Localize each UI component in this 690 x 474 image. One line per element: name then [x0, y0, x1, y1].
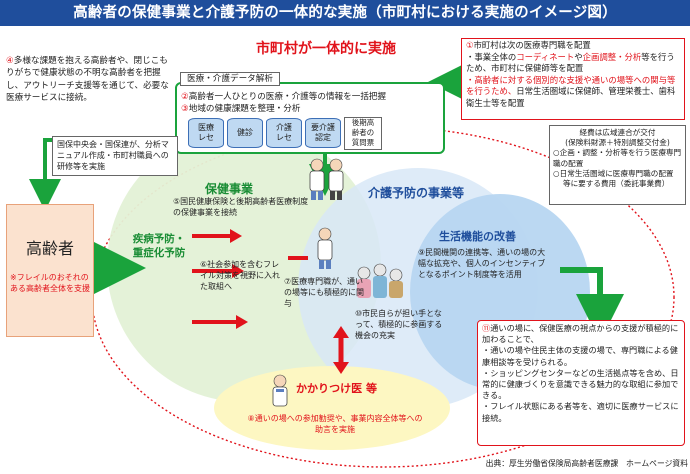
elderly-note-text: ※フレイルのおそれのある高齢者全体を支援 [10, 273, 90, 293]
arrow-right-to-box11 [560, 267, 624, 342]
bullet-a-post: 等を行うため、市町村に保健師等を配置 [466, 51, 675, 74]
staff-icon-top [328, 158, 344, 200]
municipality-boundary [91, 126, 675, 468]
box-11-line1: 通いの場に、保健医療の視点からの支援が積極的に加わることで、 [482, 323, 679, 345]
data-analysis-label: 医療・介護データ解析 [180, 72, 280, 87]
box-1-line1: 市町村は次の医療専門職を配置 [473, 40, 591, 50]
box-4-text: 多様な課題を抱える高齢者や、閉じこもりがちで健康状態の不明な高齢者を把握し、アウ… [6, 56, 169, 104]
data-item-3: ③地域の健康課題を整理・分析 [181, 103, 443, 115]
data-item-2: ②高齢者一人ひとりの医療・介護等の情報を一括把握 [181, 91, 443, 103]
bullet-b-post: 日常生活圏域に保健師、管理栄養士、歯科衛生士等を配置 [466, 86, 676, 108]
funding-box: 経費は広域連合が交付 (保険料財源＋特別調整交付金) ○企画・調整・分析等を行う… [549, 125, 686, 205]
health-title: 保健事業 [205, 182, 254, 196]
elderly-group-icon [357, 263, 403, 298]
funding-line1: 経費は広域連合が交付 [579, 128, 656, 137]
life-function-title: 生活機能の改善 [439, 230, 516, 243]
survey-label: 後期高 齢者の 質問票 [344, 117, 382, 150]
bullet-a-pre: ・事業全体の [466, 51, 517, 62]
box-11-b2: ・ショッピングセンターなどの生活拠点等を含め、日常的に健康づくりを意識できる魅力… [482, 367, 679, 401]
training-text: 国保中央会・国保連が、分析マニュアル作成・市町村職員への研修等を実施 [57, 140, 169, 172]
training-box: 国保中央会・国保連が、分析マニュアル作成・市町村職員への研修等を実施 [52, 136, 178, 176]
box-1-number: ① [466, 40, 474, 50]
db-medical-receipt: 医療 レセ [188, 118, 224, 148]
nurse-icon-middle [317, 227, 333, 269]
box-11-heading: ⑪通いの場に、保健医療の視点からの支援が積極的に加わることで、 [482, 323, 680, 345]
db-care-certification: 要介護 認定 [305, 118, 341, 148]
box-11-b3: ・フレイル状態にある者等を、適切に医療サービスに接続。 [482, 401, 679, 423]
box-1-bullet-a: ・事業全体のコーディネートや企画調整・分析等を行うため、市町村に保健師等を配置 [466, 52, 680, 75]
bullet-b-red: ・高齢者に対する個別的な支援や通いの場等への関与等を行うため、 [466, 74, 676, 97]
kakaritsuke-title: かかりつけ医 等 [296, 382, 377, 395]
doctor-icon [272, 374, 288, 407]
item-2-text: 高齢者一人ひとりの医療・介護等の情報を一括把握 [188, 92, 387, 102]
kakaritsuke-item8: ⑧通いの場への参加勧奨や、事業内容全体等への助言を実施 [247, 414, 423, 434]
funding-item1: ○企画・調整・分析等を行う医療専門職の配置 [553, 148, 682, 168]
box-4-outreach: ④多様な課題を抱える高齢者や、閉じこもりがちで健康状態の不明な高齢者を把握し、ア… [6, 55, 169, 117]
box-1-staff: ①市町村は次の医療専門職を配置 ・事業全体のコーディネートや企画調整・分析等を行… [461, 38, 685, 120]
health-item5: ⑤国民健康保険と後期高齢者医療制度の保健事業を接続 [173, 197, 309, 217]
box-11-outcomes: ⑪通いの場に、保健医療の視点からの支援が積極的に加わることで、 ・通いの場や住民… [477, 320, 685, 446]
item-3-text: 地域の健康課題を整理・分析 [188, 104, 301, 114]
db-health-checkup: 健診 [227, 118, 263, 148]
bullet-a-mid: や [574, 51, 583, 62]
bullet-a-red1: コーディネート [516, 51, 575, 62]
item-2-number: ② [181, 92, 189, 102]
funding-item2b: 等に要する費用（委託事業費） [563, 179, 670, 189]
elderly-title: 高齢者 [25, 239, 74, 258]
box-1-bullet-b: ・高齢者に対する個別的な支援や通いの場等への関与等を行うため、日常生活圏域に保健… [466, 75, 680, 110]
box-4-number: ④ [6, 56, 14, 66]
item-3-number: ③ [181, 104, 189, 114]
care-item10: ⑩市民自らが担い手となって、積極的に参画する機会の充実 [355, 309, 443, 340]
disease-prevention-label: 疾病予防・ 重症化予防 [132, 233, 186, 259]
db-care-receipt: 介護 レセ [266, 118, 302, 148]
care-title: 介護予防の事業等 [368, 186, 465, 200]
funding-item2: ○日常生活圏域に医療専門職の配置 [553, 168, 674, 178]
page-title: 高齢者の保健事業と介護予防の一体的な実施（市町村における実施のイメージ図） [0, 0, 690, 26]
elderly-box [6, 204, 94, 337]
kakaritsuke-ellipse [214, 366, 450, 450]
source-note: 出典：厚生労働省保険局高齢者医療課 ホームページ資料 [485, 459, 688, 468]
care-item7: ⑦医療専門職が、通いの場等にも積極的に関与 [284, 277, 364, 308]
box-11-b1: ・通いの場や住民主体の支援の場で、専門職による健康相談等を受けられる。 [482, 345, 678, 367]
bullet-a-red2: 企画調整・分析 [582, 51, 642, 62]
box-1-heading: ①市町村は次の医療専門職を配置 [466, 40, 680, 52]
municipality-title: 市町村が一体的に実施 [256, 41, 396, 57]
health-item6: ⑥社会参加を含むフレイル対策を視野に入れた取組へ [200, 260, 280, 291]
funding-line2: (保険料財源＋特別調整交付金) [565, 138, 670, 148]
elderly-note: ※フレイルのおそれのある高齢者全体を支援 [10, 272, 92, 294]
care-item9: ⑨民間機関の連携等、通いの場の大幅な拡充や、個人のインセンティブとなるポイント制… [418, 248, 546, 279]
box-11-number: ⑪ [482, 323, 491, 333]
nurse-icon-top [309, 158, 325, 200]
